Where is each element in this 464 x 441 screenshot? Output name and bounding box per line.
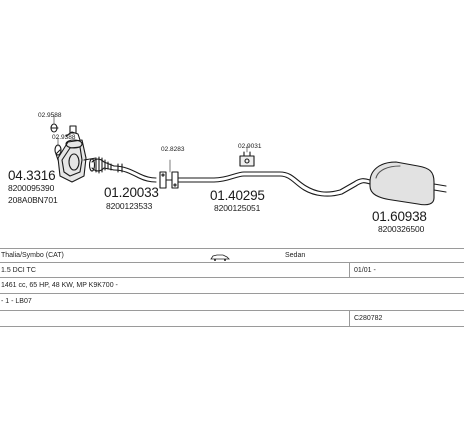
part-code: 8200125051 — [214, 203, 261, 213]
part-number: 01.60938 — [372, 209, 427, 224]
leader-lines — [53, 115, 248, 173]
fitting-label: 02.9031 — [238, 143, 262, 150]
exhaust-drawing — [50, 115, 447, 206]
model-cell: Thalia/Symbo (CAT) — [1, 252, 64, 259]
engine-cell: 1.5 DCI TC — [1, 267, 36, 274]
middle-pipe-drawing — [177, 171, 261, 183]
flange-drawing — [159, 171, 179, 189]
part-number: 01.20033 — [104, 185, 159, 200]
part-code: 8200095390 — [8, 183, 55, 193]
spec-cell: 1461 cc, 65 HP, 48 KW, MP K9K700 - — [1, 282, 118, 289]
part-code: 8200123533 — [106, 201, 153, 211]
table-divider — [349, 310, 350, 326]
fitting-label: 02.8283 — [161, 146, 185, 153]
front-pipe-drawing — [113, 163, 157, 183]
flex-pipe-drawing — [88, 156, 115, 174]
note-cell: - 1 - LB07 — [1, 298, 32, 305]
table-divider — [349, 262, 350, 277]
part-number: 04.3316 — [8, 168, 56, 183]
fitting-label: 02.9588 — [38, 112, 62, 119]
fitting-label: 02.9388 — [52, 134, 76, 141]
table-line — [0, 326, 464, 327]
table-line — [0, 248, 464, 249]
middle-clamp-drawing — [239, 151, 255, 167]
table-line — [0, 310, 464, 311]
date-cell: 01/01 - — [354, 267, 376, 274]
table-line — [0, 262, 464, 263]
catalog-code-cell: C280782 — [354, 315, 383, 322]
table-line — [0, 277, 464, 278]
body-cell: Sedan — [285, 252, 306, 259]
part-code: 208A0BN701 — [8, 195, 58, 205]
part-code: 8200326500 — [378, 224, 425, 234]
car-icon — [210, 254, 230, 261]
table-line — [0, 293, 464, 294]
part-number: 01.40295 — [210, 188, 265, 203]
exhaust-diagram: 02.9588 02.9388 02.8283 02.9031 04.3316 … — [8, 112, 447, 234]
rear-pipe-drawing — [259, 171, 371, 197]
rear-muffler-drawing — [369, 161, 447, 206]
